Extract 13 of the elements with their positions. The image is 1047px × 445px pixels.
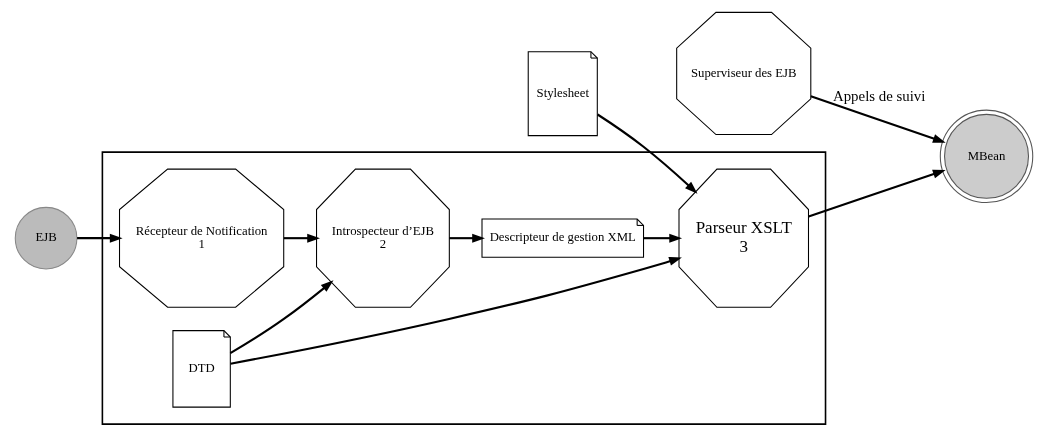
- node-circle: EJB: [14, 206, 77, 270]
- node-circle: MBean: [939, 109, 1033, 204]
- arrow: [283, 233, 320, 243]
- arrow: [643, 233, 682, 243]
- arrow: [229, 280, 334, 355]
- arrow: [807, 169, 946, 218]
- arrow: [229, 257, 682, 365]
- edge-label: Appels de suivi: [832, 88, 925, 105]
- arrow: [596, 113, 697, 194]
- arrow: [448, 233, 485, 243]
- arrow: [76, 233, 123, 243]
- cluster: [101, 151, 826, 425]
- arrow: [810, 95, 946, 143]
